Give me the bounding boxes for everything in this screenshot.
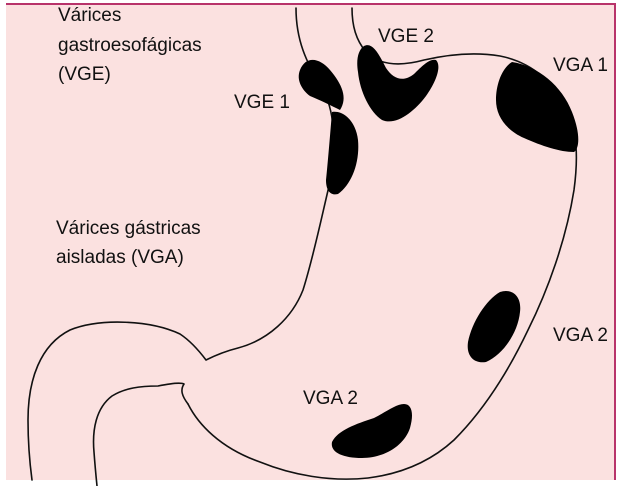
vga2-bottom-label: VGA 2 bbox=[303, 387, 358, 411]
duodenum-inner-outline bbox=[94, 383, 188, 486]
vge-group-label-line3: (VGE) bbox=[58, 63, 111, 87]
vge-group-label-line1: Várices bbox=[58, 4, 121, 28]
vga-group-label-line1: Várices gástricas bbox=[56, 217, 201, 241]
vge1-varix-upper bbox=[299, 60, 344, 110]
vga2-right-label: VGA 2 bbox=[553, 324, 608, 348]
vga2-bottom-varix bbox=[332, 404, 412, 458]
vge-group-label-line2: gastroesofágicas bbox=[58, 34, 202, 58]
vge2-varix bbox=[357, 45, 438, 121]
vge1-label: VGE 1 bbox=[234, 91, 290, 115]
vga2-right-varix bbox=[468, 291, 521, 362]
vge2-label: VGE 2 bbox=[378, 25, 434, 49]
vga1-label: VGA 1 bbox=[553, 54, 608, 78]
vge1-varix-lower bbox=[326, 112, 358, 195]
vga-group-label-line2: aisladas (VGA) bbox=[56, 246, 184, 270]
